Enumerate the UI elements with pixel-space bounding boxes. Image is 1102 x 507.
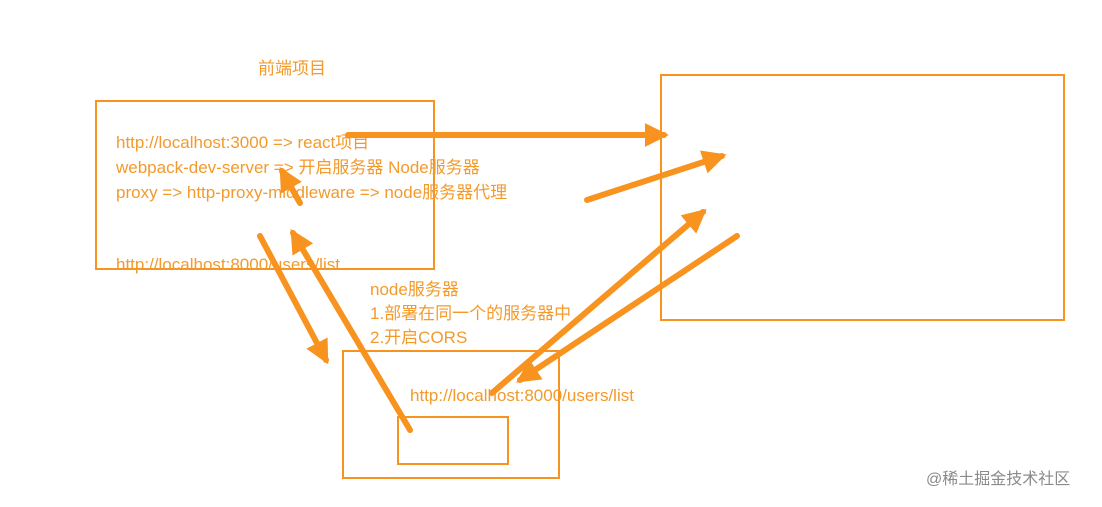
frontend-line-react: http://localhost:3000 => react项目 [116,133,370,152]
arrow-up-to-localhost [279,166,303,206]
arrow-frontend-down-to-node [257,233,329,365]
node-server-step-2: 2.开启CORS [370,328,468,347]
arrow-proxy-to-remote [584,150,727,203]
node-server-url: http://localhost:8000/users/list [410,386,634,405]
frontend-bottom-url: http://localhost:8000/users/list [116,255,340,274]
node-server-title: node服务器 [370,280,459,299]
watermark: @稀土掘金技术社区 [926,471,1071,488]
node-server-inner-box [397,416,509,465]
remote-server-box [660,74,1065,321]
arrow-node-up-to-frontend [290,228,413,433]
frontend-line-proxy: proxy => http-proxy-middleware => node服务… [116,183,508,202]
node-server-step-1: 1.部署在同一个的服务器中 [370,304,572,323]
arrow-node-to-remote [489,208,707,396]
frontend-title: 前端项目 [258,59,326,78]
frontend-box [95,100,435,270]
arrow-remote-to-node [516,233,740,383]
node-server-box [342,350,560,479]
